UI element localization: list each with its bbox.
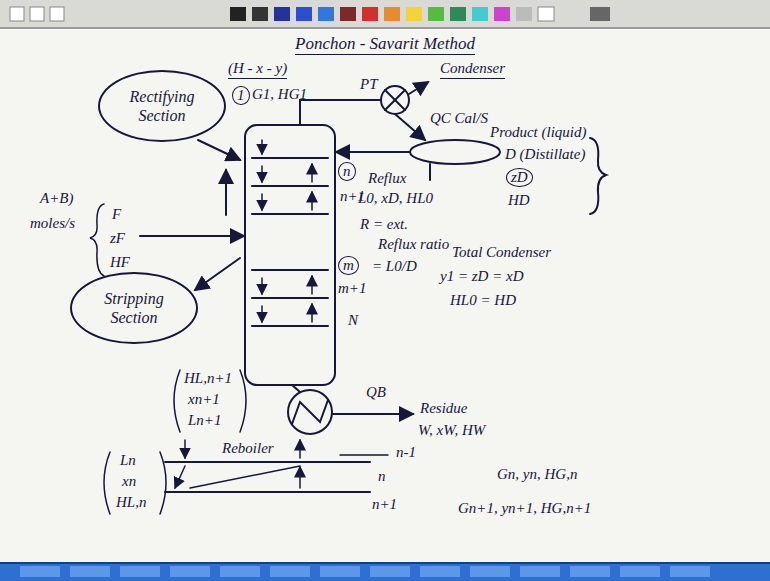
handwritten-label: HL,n+1 — [184, 370, 232, 387]
handwritten-label: Total Condenser — [452, 244, 551, 261]
handwritten-label: m+1 — [338, 280, 366, 297]
handwritten-label: Reflux ratio — [378, 236, 449, 253]
handwritten-label: y1 = zD = xD — [440, 268, 524, 285]
handwritten-label: = L0/D — [372, 258, 417, 275]
handwritten-label: n+1 — [372, 496, 397, 513]
handwritten-label: HL0 = HD — [450, 292, 516, 309]
handwritten-label: Gn, yn, HG,n — [497, 466, 577, 483]
handwritten-label: PT — [360, 76, 378, 93]
handwritten-label: xn+1 — [188, 391, 220, 408]
handwritten-label: A+B) — [40, 190, 73, 207]
slide-title: Ponchon - Savarit Method — [295, 34, 475, 55]
handwritten-label: zF — [110, 230, 125, 247]
handwritten-label: xn — [122, 473, 136, 490]
handwritten-label: W, xW, HW — [418, 422, 485, 439]
handwritten-label: G1, HG1 — [252, 86, 307, 103]
handwritten-label: n — [338, 162, 356, 181]
handwritten-label: QB — [366, 384, 386, 401]
section-circle: Stripping Section — [70, 272, 198, 344]
handwritten-label: Reflux — [368, 170, 406, 187]
handwritten-label: Ln — [120, 452, 136, 469]
section-circle: Rectifying Section — [98, 70, 226, 142]
handwritten-label: n — [378, 468, 386, 485]
handwritten-label: HD — [508, 192, 530, 209]
handwritten-label: n-1 — [396, 444, 416, 461]
handwritten-label: (H - x - y) — [228, 60, 287, 79]
handwritten-label: N — [348, 312, 358, 329]
handwritten-label: Reboiler — [222, 440, 274, 457]
handwritten-label: F — [112, 206, 121, 223]
section-label: Stripping Section — [92, 289, 176, 327]
handwritten-label: QC Cal/S — [430, 110, 488, 127]
handwritten-label: m — [338, 256, 359, 275]
handwritten-label: 1 — [232, 86, 250, 105]
handwritten-label: Gn+1, yn+1, HG,n+1 — [458, 500, 591, 517]
handwritten-label: HL,n — [116, 494, 146, 511]
handwritten-label: Condenser — [440, 60, 505, 79]
handwritten-label: L0, xD, HL0 — [358, 190, 433, 207]
handwritten-label: n+1 — [340, 188, 365, 205]
handwritten-label: R = ext. — [360, 216, 408, 233]
section-label: Rectifying Section — [120, 87, 204, 125]
handwritten-label: Ln+1 — [188, 412, 221, 429]
handwritten-label: D (Distillate) — [505, 146, 585, 163]
handwritten-label: Product (liquid) — [490, 124, 587, 141]
handwritten-label: HF — [110, 254, 130, 271]
handwritten-label: moles/s — [30, 215, 75, 232]
handwritten-label: Residue — [420, 400, 467, 417]
handwritten-label: zD — [506, 168, 533, 187]
